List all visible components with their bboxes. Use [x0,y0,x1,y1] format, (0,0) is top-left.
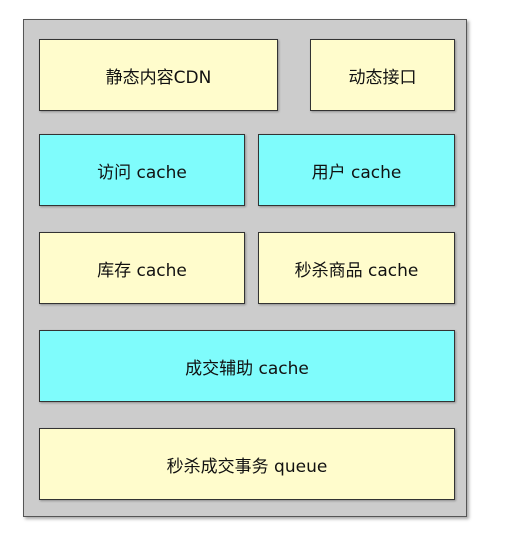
visit-cache-label: 访问 cache [97,162,187,183]
user-cache-block: 用户 cache [258,134,455,206]
inventory-cache-block: 库存 cache [39,232,245,304]
static-cdn-label: 静态内容CDN [105,67,212,88]
visit-cache-block: 访问 cache [39,134,245,206]
inventory-cache-label: 库存 cache [97,260,187,281]
seckill-deal-queue-block: 秒杀成交事务 queue [39,428,455,500]
dynamic-api-block: 动态接口 [310,39,455,111]
deal-aux-cache-block: 成交辅助 cache [39,330,455,402]
seckill-goods-cache-label: 秒杀商品 cache [294,260,419,281]
deal-aux-cache-label: 成交辅助 cache [185,358,309,379]
dynamic-api-label: 动态接口 [348,67,417,88]
static-cdn-block: 静态内容CDN [39,39,278,111]
user-cache-label: 用户 cache [311,162,402,183]
seckill-goods-cache-block: 秒杀商品 cache [258,232,455,304]
seckill-deal-queue-label: 秒杀成交事务 queue [166,456,328,477]
